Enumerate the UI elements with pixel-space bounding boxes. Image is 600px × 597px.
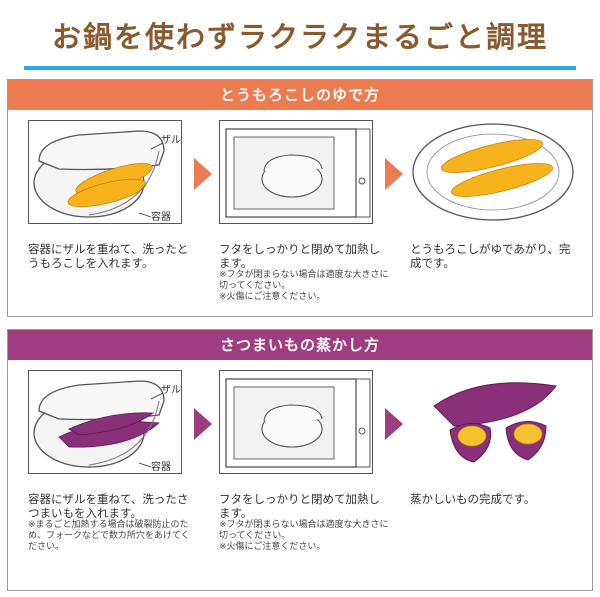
corn-step1-text: 容器にザルを重ねて、洗ったとうもろこしを入れます。 [28, 242, 198, 270]
title-rule [24, 66, 576, 70]
potato-section-header: さつまいもの蒸かし方 [8, 330, 592, 360]
potato-step3-illustration [410, 370, 576, 474]
potato-step1-note: ※まるごと加熱する場合は破裂防止のため、フォークなどで数カ所穴をあけてください。 [28, 520, 190, 552]
potato-step2-note2: ※火傷にご注意ください。 [219, 542, 326, 552]
potato-container-label: 容器 [151, 460, 171, 473]
page-title: お鍋を使わずラクラクまるごと調理 [51, 20, 548, 54]
potato-step2-desc: フタをしっかりと閉めて加熱します。 [219, 492, 380, 520]
potato-step1-illustration: ザル 容器 [28, 370, 182, 474]
corn-step3-text: とうもろこしがゆであがり、完成です。 [410, 242, 580, 270]
corn-step3-desc: とうもろこしがゆであがり、完成です。 [410, 242, 571, 270]
corn-section: とうもろこしのゆで方 ザル 容器 [7, 79, 593, 317]
corn-step1-desc: 容器にザルを重ねて、洗ったとうもろこしを入れます。 [28, 242, 189, 270]
potato-arrow-1 [194, 408, 212, 440]
corn-step3-illustration [410, 120, 576, 224]
corn-section-header: とうもろこしのゆで方 [8, 80, 592, 110]
potato-step3-desc: 蒸かしいもの完成です。 [410, 492, 536, 506]
corn-step2-note1: ※フタが閉まらない場合は適度な大きさに切ってください。 [219, 270, 389, 291]
potato-section: さつまいもの蒸かし方 ザル 容器 [7, 329, 593, 591]
potato-step1-text: 容器にザルを重ねて、洗ったさつまいもを入れます。 ※まるごと加熱する場合は破裂防… [28, 492, 198, 553]
corn-arrow-1 [194, 158, 212, 190]
potato-colander-label: ザル [161, 384, 181, 396]
corn-arrow-2 [385, 158, 403, 190]
corn-step2-desc: フタをしっかりと閉めて加熱します。 [219, 242, 380, 270]
potato-arrow-2 [385, 408, 403, 440]
potato-step3-text: 蒸かしいもの完成です。 [410, 492, 580, 506]
potato-step2-note1: ※フタが閉まらない場合は適度な大きさに切ってください。 [219, 520, 389, 541]
potato-step1-desc: 容器にザルを重ねて、洗ったさつまいもを入れます。 [28, 492, 189, 520]
corn-step2-text: フタをしっかりと閉めて加熱します。 ※フタが閉まらない場合は適度な大きさに切って… [219, 242, 389, 303]
corn-step1-illustration: ザル 容器 [28, 120, 182, 224]
corn-colander-label: ザル [161, 134, 181, 146]
corn-step2-note2: ※火傷にご注意ください。 [219, 292, 326, 302]
potato-step2-text: フタをしっかりと閉めて加熱します。 ※フタが閉まらない場合は適度な大きさに切って… [219, 492, 389, 553]
corn-container-label: 容器 [151, 210, 171, 223]
corn-step2-illustration [219, 120, 373, 224]
potato-step2-illustration [219, 370, 373, 474]
